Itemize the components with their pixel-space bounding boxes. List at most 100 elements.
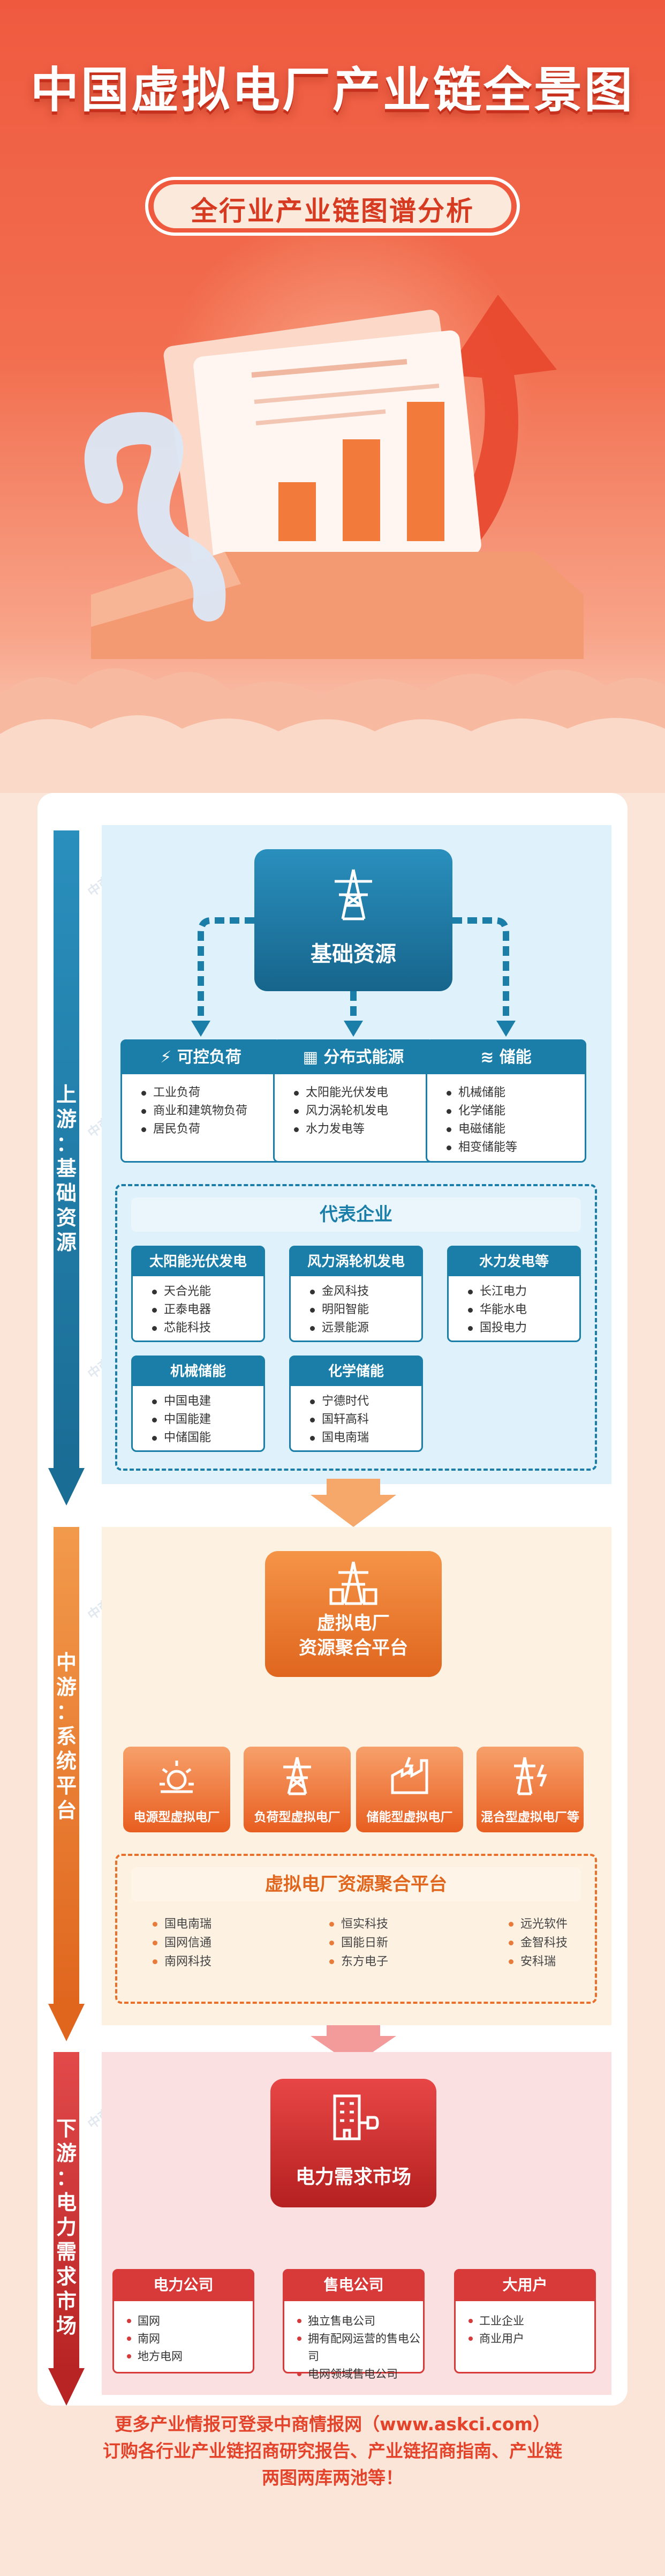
footer-line: 两图两库两池等！ — [262, 2467, 403, 2488]
company-item: 远光软件 — [509, 1915, 568, 1934]
page-subtitle: 全行业产业链图谱分析 — [191, 196, 474, 227]
list-item: 南网 — [127, 2330, 183, 2348]
type-card-load: 负荷型虚拟电厂 — [244, 1747, 351, 1832]
list-item: 国电南瑞 — [310, 1429, 369, 1447]
enterprise-items: 金风科技 明阳智能 远景能源 — [310, 1283, 369, 1337]
list-item: 风力涡轮机发电 — [294, 1102, 388, 1120]
list-item: 国轩高科 — [310, 1411, 369, 1429]
list-item: 机械储能 — [447, 1084, 517, 1102]
type-card-label: 电源型虚拟电厂 — [133, 1810, 220, 1824]
midstream-side-arrow: 中游：系统平台 — [48, 1527, 85, 2041]
enterprises-box — [115, 1184, 597, 1471]
side-label-text: 上游：基础资源 — [56, 1083, 77, 1254]
side-label-text: 下游：电力需求市场 — [56, 2117, 77, 2338]
building-plug-icon — [270, 2091, 436, 2146]
company-item: 国网信通 — [153, 1934, 211, 1952]
hero-banner: 中国虚拟电厂产业链全景图 全行业产业链图谱分析 — [0, 0, 665, 793]
type-card-label: 混合型虚拟电厂等 — [481, 1810, 579, 1824]
enterprise-items: 中国电建 中国能建 中储国能 — [152, 1392, 211, 1447]
enterprise-card: 风力涡轮机发电 金风科技 明阳智能 远景能源 — [289, 1246, 423, 1342]
layers-icon: ≋ — [480, 1048, 500, 1067]
market-items: 工业企业 商业用户 — [468, 2312, 524, 2348]
market-card-retail-company: 售电公司 独立售电公司 拥有配网运营的售电公司 电网领域售电公司 — [283, 2269, 425, 2380]
upstream-side-arrow: 上游：基础资源 — [48, 830, 85, 1506]
enterprise-card-header: 化学储能 — [291, 1357, 421, 1386]
list-item: 水力发电等 — [294, 1120, 388, 1139]
type-card-source: 电源型虚拟电厂 — [123, 1747, 230, 1832]
category-card-header: ⚡ 可控负荷 — [122, 1041, 279, 1074]
company-item: 国能日新 — [329, 1934, 388, 1952]
category-card-distributed-energy: ▦ 分布式能源 太阳能光伏发电 风力涡轮机发电 水力发电等 — [273, 1039, 434, 1163]
company-item: 安科瑞 — [509, 1953, 556, 1971]
company-item: 国电南瑞 — [153, 1915, 211, 1934]
list-item: 中国能建 — [152, 1411, 211, 1429]
enterprise-card: 机械储能 中国电建 中国能建 中储国能 — [131, 1356, 265, 1452]
list-item: 电网领域售电公司 — [297, 2365, 423, 2383]
sun-icon — [123, 1754, 230, 1799]
list-item: 远景能源 — [310, 1319, 369, 1337]
subtitle-pill-inner — [154, 184, 511, 228]
enterprise-card-header: 太阳能光伏发电 — [133, 1247, 263, 1276]
enterprise-items: 长江电力 华能水电 国投电力 — [468, 1283, 527, 1337]
enterprise-card-header: 风力涡轮机发电 — [291, 1247, 421, 1276]
market-card-large-user: 大用户 工业企业 商业用户 — [454, 2269, 596, 2373]
list-item: 芯能科技 — [152, 1319, 211, 1337]
list-item: 华能水电 — [468, 1301, 527, 1319]
subtitle-pill: 全行业产业链图谱分析 — [145, 177, 520, 236]
list-item: 化学储能 — [447, 1102, 517, 1120]
enterprise-card-header: 机械储能 — [133, 1357, 263, 1386]
list-item: 拥有配网运营的售电公司 — [297, 2330, 423, 2365]
list-item: 中国电建 — [152, 1392, 211, 1411]
list-item: 居民负荷 — [141, 1120, 247, 1139]
downstream-side-label: 下游：电力需求市场 — [48, 2116, 85, 2338]
list-item: 明阳智能 — [310, 1301, 369, 1319]
list-item: 国网 — [127, 2312, 183, 2330]
midstream-hub-label: 虚拟电厂 资源聚合平台 — [299, 1613, 408, 1659]
midstream-arrow-head — [48, 2004, 85, 2041]
list-item: 商业用户 — [468, 2330, 524, 2348]
upstream-arrow-bar — [54, 830, 79, 1468]
upstream-hub-label: 基础资源 — [311, 942, 396, 967]
footer-note: 更多产业情报可登录中商情报网（www.askci.com） 订购各行业产业链招商… — [37, 2411, 628, 2491]
enterprise-card: 水力发电等 长江电力 华能水电 国投电力 — [447, 1246, 581, 1342]
power-tower-icon — [244, 1754, 351, 1799]
company-item: 恒实科技 — [329, 1915, 388, 1934]
footer-line: 订购各行业产业链招商研究报告、产业链招商指南、产业链 — [103, 2440, 562, 2461]
midstream-hub: 虚拟电厂 资源聚合平台 — [265, 1551, 442, 1677]
company-item: 南网科技 — [153, 1953, 211, 1971]
cloud-decoration — [0, 668, 665, 793]
category-title: 可控负荷 — [177, 1048, 241, 1067]
midstream-side-label: 中游：系统平台 — [48, 1650, 85, 1823]
list-item: 金风科技 — [310, 1283, 369, 1301]
market-card-header: 电力公司 — [112, 2269, 254, 2301]
platform-title: 虚拟电厂资源聚合平台 — [131, 1867, 581, 1901]
list-item: 正泰电器 — [152, 1301, 211, 1319]
list-item: 国投电力 — [468, 1319, 527, 1337]
list-item: 天合光能 — [152, 1283, 211, 1301]
type-card-storage: 储能型虚拟电厂 — [356, 1747, 463, 1832]
platform-box — [115, 1854, 597, 2004]
category-card-header: ≋ 储能 — [427, 1041, 585, 1074]
category-title: 储能 — [499, 1048, 532, 1067]
downstream-hub-label: 电力需求市场 — [295, 2166, 411, 2188]
report-illustration — [84, 295, 584, 659]
page-title: 中国虚拟电厂产业链全景图 — [31, 62, 634, 118]
downstream-arrow-bar — [54, 2052, 79, 2368]
side-label-text: 中游：系统平台 — [56, 1651, 77, 1822]
category-card-header: ▦ 分布式能源 — [275, 1041, 432, 1074]
type-card-label: 负荷型虚拟电厂 — [254, 1810, 341, 1824]
list-item: 中储国能 — [152, 1429, 211, 1447]
upstream-arrow-head — [48, 1468, 85, 1506]
enterprise-items: 天合光能 正泰电器 芯能科技 — [152, 1283, 211, 1337]
downstream-hub: 电力需求市场 — [270, 2079, 436, 2207]
list-item: 工业负荷 — [141, 1084, 247, 1102]
list-item: 商业和建筑物负荷 — [141, 1102, 247, 1120]
list-item: 独立售电公司 — [297, 2312, 423, 2330]
category-items: 太阳能光伏发电 风力涡轮机发电 水力发电等 — [294, 1084, 388, 1139]
market-card-header: 大用户 — [454, 2269, 596, 2301]
power-tower-icon — [254, 865, 452, 926]
list-item: 相变储能等 — [447, 1139, 517, 1157]
list-item: 电磁储能 — [447, 1120, 517, 1139]
upstream-hub: 基础资源 — [254, 849, 452, 991]
downstream-arrow-head — [48, 2368, 85, 2406]
